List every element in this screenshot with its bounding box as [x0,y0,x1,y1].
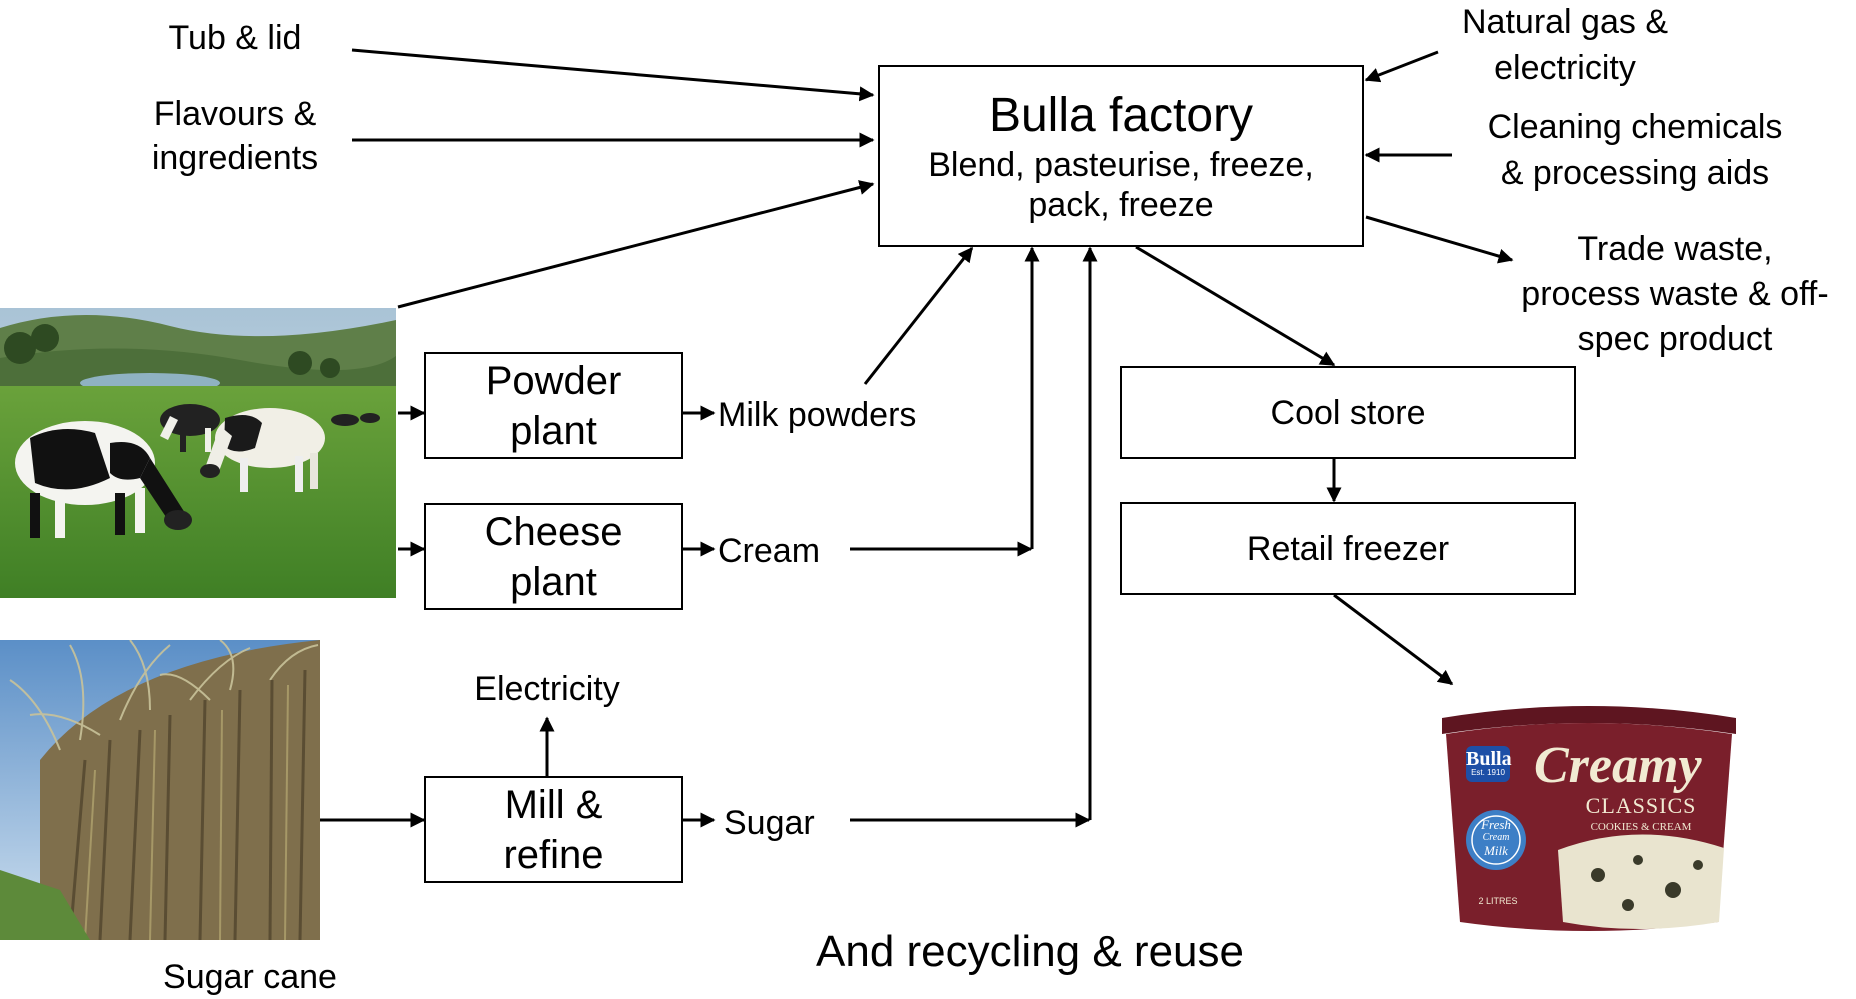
tub-brand: Bulla [1466,748,1512,770]
cow-pasture-photo [0,308,396,598]
flavours-label-2: ingredients [151,139,319,177]
waste-label-1: Trade waste, [1577,230,1773,268]
arrow-factory-to-waste [1365,215,1514,264]
cream-label: Cream [718,532,821,570]
factory-process-line-1: Blend, pasteurise, freeze, [928,146,1314,184]
factory-title: Bulla factory [988,89,1254,142]
flavours-label-1: Flavours & [153,95,317,133]
cheese-plant-line-1: Cheese [484,509,623,554]
tub-badge-2: Cream [1482,832,1510,843]
gas-label-2: electricity [1494,49,1636,87]
powder-plant-line-1: Powder [485,358,622,403]
tub-script: Creamy [1534,737,1702,794]
waste-label-2: process waste & off- [1521,275,1829,313]
sugar-label: Sugar [724,804,815,842]
tub-shape [1442,706,1736,931]
powder-plant-box: Powder plant [424,352,683,459]
tub-volume: 2 LITRES [1478,896,1518,906]
cleaning-label-1: Cleaning chemicals [1487,108,1783,146]
arrow-farm-to-factory [397,180,875,309]
waste-label-3: spec product [1577,320,1773,358]
arrow-milk-to-factory [863,246,974,385]
factory-process-line-2: pack, freeze [1028,186,1214,224]
arrow-factory-to-coolstore [1135,245,1336,367]
retail-freezer-label: Retail freezer [1246,529,1450,568]
arrow-tub-to-factory [351,48,875,102]
mill-refine-box: Mill & refine [424,776,683,883]
gas-label-1: Natural gas & [1462,3,1668,41]
mill-line-2: refine [503,832,604,877]
tub-line: CLASSICS [1585,793,1697,818]
tub-brand-sub: Est. 1910 [1471,768,1505,777]
cool-store-label: Cool store [1270,393,1426,432]
cleaning-label-2: & processing aids [1500,154,1770,192]
cool-store-box: Cool store [1120,366,1576,459]
milk-powders-label: Milk powders [718,396,917,434]
tub-badge-1: Fresh [1481,817,1511,832]
arrow-gas-to-factory [1364,50,1439,83]
powder-plant-line-2: plant [510,408,597,453]
cheese-plant-box: Cheese plant [424,503,683,610]
ice-cream-tub: Bulla Est. 1910 Creamy CLASSICS COOKIES … [1438,700,1740,938]
footer-recycling: And recycling & reuse [816,927,1244,976]
tub-flavour: COOKIES & CREAM [1590,821,1692,833]
arrow-retail-to-tub [1333,593,1454,686]
retail-freezer-box: Retail freezer [1120,502,1576,595]
sugar-cane-photo [0,640,320,940]
cheese-plant-line-2: plant [510,559,597,604]
factory-box: Bulla factory Blend, pasteurise, freeze,… [878,65,1364,247]
electricity-label: Electricity [474,670,620,708]
tub-badge-3: Milk [1484,843,1508,858]
tub-lid-label: Tub & lid [168,19,302,57]
sugar-cane-caption: Sugar cane [163,958,337,996]
mill-line-1: Mill & [504,782,603,827]
